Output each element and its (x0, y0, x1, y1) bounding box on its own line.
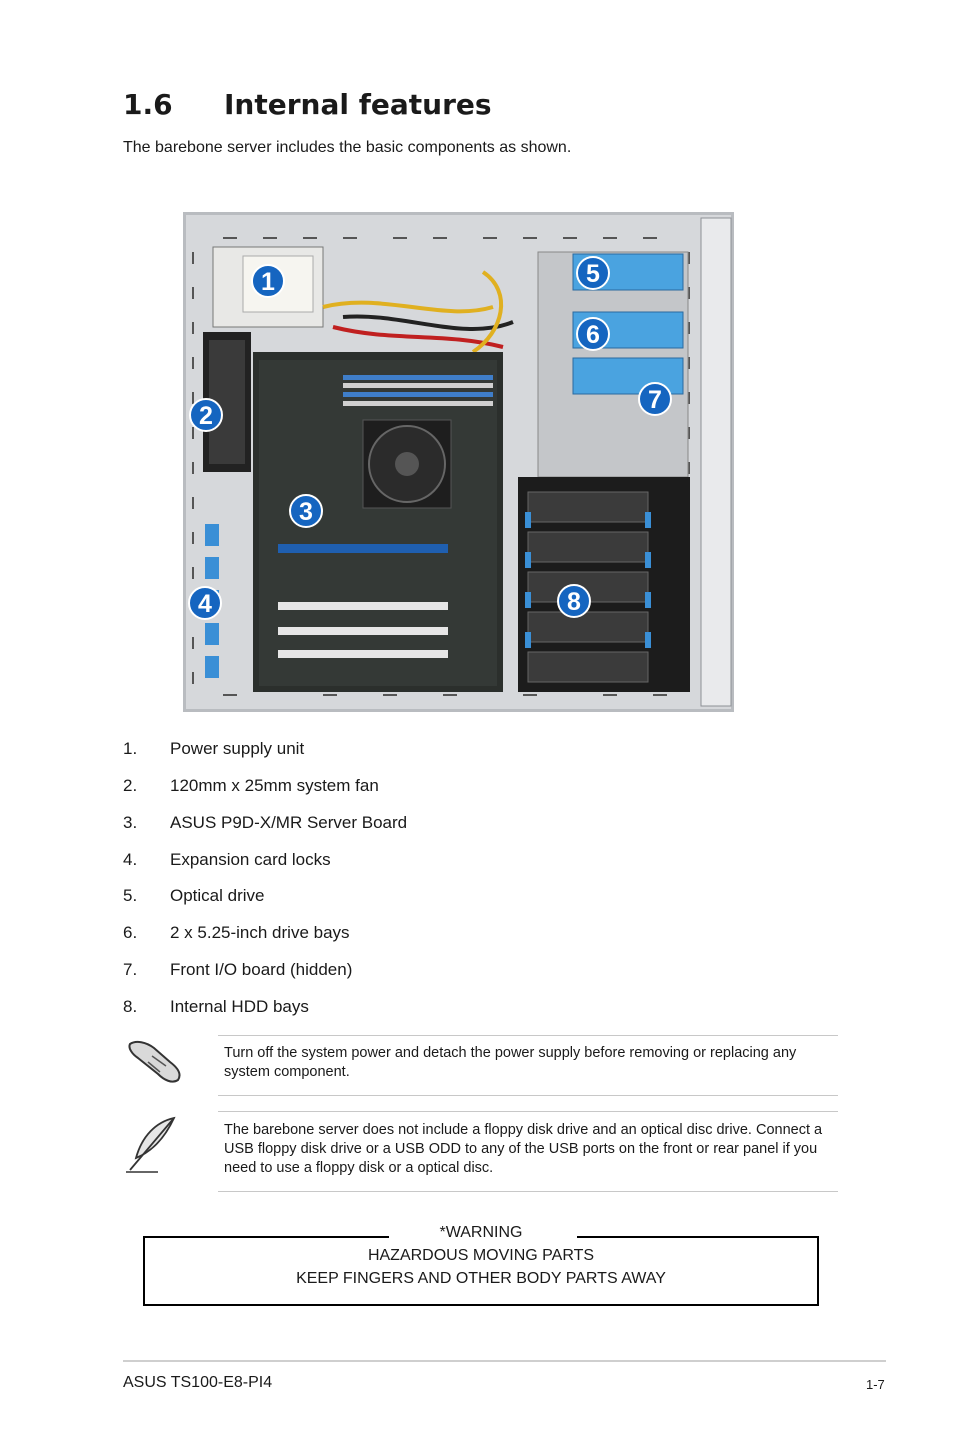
callout-2: 2 (189, 398, 223, 432)
component-item: 4.Expansion card locks (123, 850, 331, 869)
footer-model: ASUS TS100-E8-PI4 (123, 1374, 273, 1391)
note-divider (218, 1111, 838, 1112)
hand-caution-icon (128, 1040, 181, 1083)
component-item: 8.Internal HDD bays (123, 997, 309, 1016)
caution-text: Turn off the system power and detach the… (224, 1045, 797, 1080)
callout-2-label: 2 (199, 402, 213, 430)
warning-line-1: HAZARDOUS MOVING PARTS (367, 1247, 595, 1264)
callout-1: 1 (251, 264, 285, 298)
hdd-clips (525, 512, 651, 648)
feather-note-icon (126, 1116, 176, 1173)
vent-slots (192, 237, 690, 696)
dimm-slots (343, 375, 493, 406)
note-divider (218, 1035, 838, 1036)
intro-text: The barebone server includes the basic c… (123, 139, 572, 156)
note-divider (218, 1095, 838, 1096)
pcie-slots (278, 544, 448, 658)
callout-3-label: 3 (299, 498, 313, 526)
component-item: 1.Power supply unit (123, 739, 305, 758)
page-number: 1-7 (866, 1377, 885, 1392)
callout-7-label: 7 (648, 386, 662, 414)
section-title: Internal features (224, 88, 492, 121)
component-item: 7.Front I/O board (hidden) (123, 960, 353, 979)
hdd-trays (527, 491, 649, 683)
section-number: 1.6 (123, 88, 173, 121)
callout-5: 5 (576, 256, 610, 290)
section-heading: 1.6 Internal features (123, 88, 492, 121)
callout-8: 8 (557, 584, 591, 618)
warning-box (143, 1234, 819, 1306)
callout-7: 7 (638, 382, 672, 416)
callout-4: 4 (188, 586, 222, 620)
component-item: 5.Optical drive (123, 886, 265, 905)
side-panel (700, 217, 732, 707)
server-internal-figure: 1 2 3 4 5 6 7 8 (183, 212, 734, 712)
component-item: 3.ASUS P9D-X/MR Server Board (123, 813, 408, 832)
callout-3: 3 (289, 494, 323, 528)
callout-8-label: 8 (567, 588, 581, 616)
note-divider (218, 1191, 838, 1192)
callout-5-label: 5 (586, 260, 600, 288)
callout-6: 6 (576, 317, 610, 351)
callout-4-label: 4 (198, 590, 212, 618)
component-item: 2.120mm x 25mm system fan (123, 776, 379, 795)
footer-rule (123, 1360, 886, 1362)
note-text: The barebone server does not include a f… (224, 1122, 823, 1176)
callout-6-label: 6 (586, 321, 600, 349)
psu-cables (322, 270, 514, 354)
component-item: 6.2 x 5.25-inch drive bays (123, 923, 350, 942)
warning-header: *WARNING (439, 1224, 523, 1241)
warning-line-2: KEEP FINGERS AND OTHER BODY PARTS AWAY (296, 1270, 666, 1287)
callout-1-label: 1 (261, 268, 275, 296)
